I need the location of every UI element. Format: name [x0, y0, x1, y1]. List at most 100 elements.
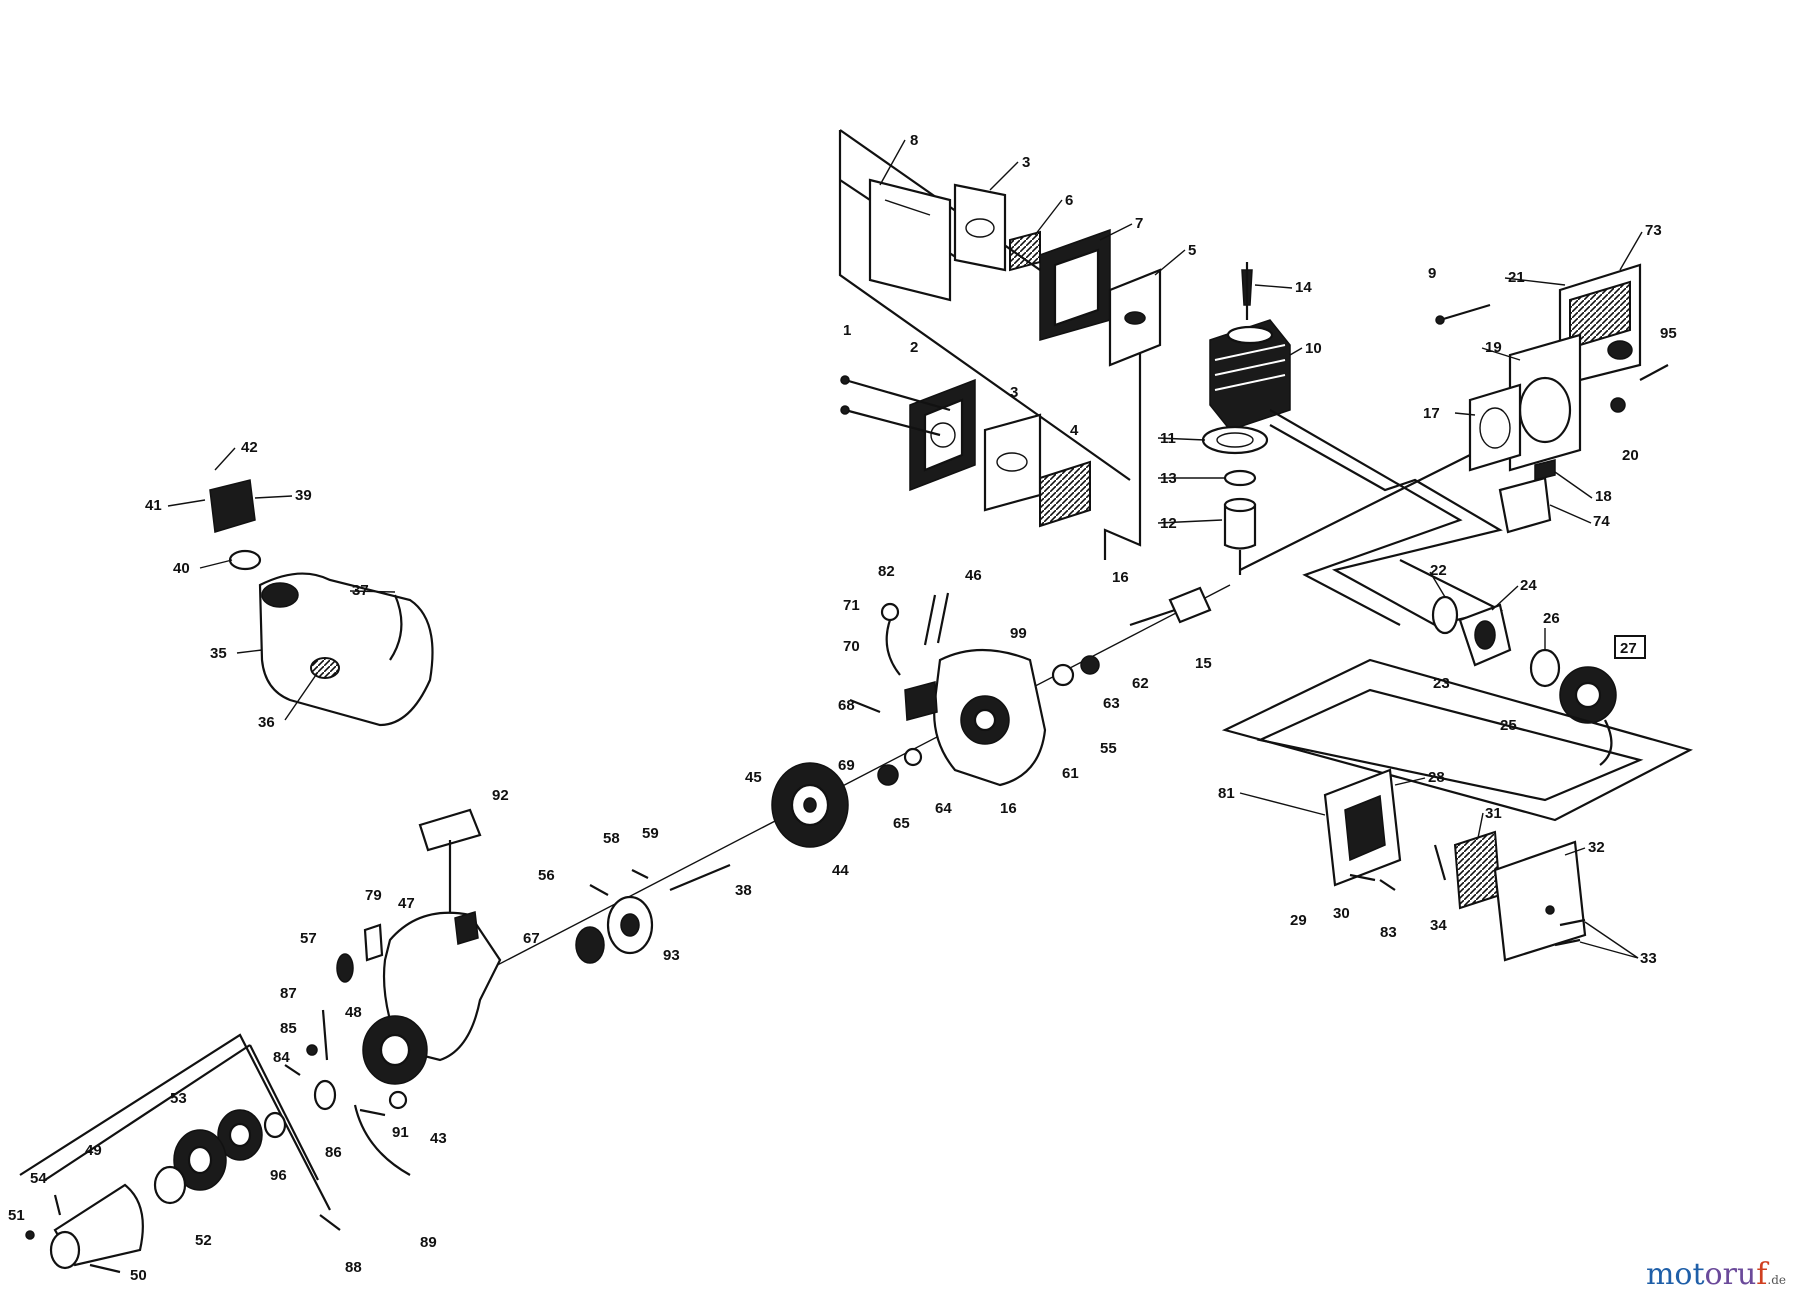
part-label-93: 93: [663, 947, 680, 964]
part-40-cap-gasket: [228, 549, 262, 571]
part-label-79: 79: [365, 887, 382, 904]
part-label-64: 64: [935, 800, 952, 817]
part-4-screen: [1039, 460, 1091, 528]
part-label-12: 12: [1160, 515, 1177, 532]
part-31-filter-pad: [1453, 830, 1502, 910]
watermark-part-1: mot: [1645, 1257, 1705, 1292]
part-26-gasket: [1529, 648, 1561, 688]
part-label-33: 33: [1640, 950, 1657, 967]
part-label-82: 82: [878, 563, 895, 580]
part-label-68: 68: [838, 697, 855, 714]
part-45-flywheel: [771, 762, 849, 848]
part-18-bracket: [1534, 459, 1556, 481]
part-37-fuel-line: [389, 594, 403, 661]
part-12-piston: [1223, 497, 1257, 575]
part-67-spring: [575, 926, 605, 964]
part-3-gasket-upper: [953, 183, 1007, 272]
part-label-5: 5: [1188, 242, 1196, 259]
part-label-62: 62: [1132, 675, 1149, 692]
part-label-3-upper: 3: [1022, 154, 1030, 171]
part-label-34: 34: [1430, 917, 1447, 934]
part-label-7: 7: [1135, 215, 1143, 232]
part-22-carb-gasket: [1431, 595, 1459, 635]
part-79-bracket: [363, 923, 384, 962]
part-label-32: 32: [1588, 839, 1605, 856]
part-53-impeller-two: [173, 1129, 227, 1191]
part-54-screw: [53, 1194, 62, 1216]
part-label-47: 47: [398, 895, 415, 912]
part-19-muffler-body: [1508, 333, 1582, 472]
part-label-10: 10: [1305, 340, 1322, 357]
part-9-bolt: [1435, 303, 1491, 325]
part-label-63: 63: [1103, 695, 1120, 712]
part-10-cylinder: [1209, 319, 1291, 431]
part-70-coil-wire: [885, 619, 901, 676]
part-label-95: 95: [1660, 325, 1677, 342]
part-label-92: 92: [492, 787, 509, 804]
watermark-part-3: f: [1756, 1257, 1768, 1292]
part-71-clip: [880, 602, 900, 622]
part-15-crankshaft: [1129, 586, 1212, 627]
part-label-29-lower: 29: [1290, 912, 1307, 929]
part-56-screw: [589, 884, 609, 896]
part-label-46: 46: [965, 567, 982, 584]
part-label-73: 73: [1645, 222, 1662, 239]
part-96-ring: [263, 1111, 287, 1139]
part-label-48: 48: [345, 1004, 362, 1021]
part-2-filter-cover: [909, 378, 976, 492]
part-label-18: 18: [1595, 488, 1612, 505]
part-label-15: 15: [1195, 655, 1212, 672]
part-label-23: 23: [1433, 675, 1450, 692]
air-cleaner-outline: [1221, 658, 1693, 822]
part-label-8: 8: [910, 132, 918, 149]
part-label-37: 37: [352, 582, 369, 599]
part-53-fan-impeller: [217, 1109, 263, 1161]
part-7-filter-element: [1039, 228, 1111, 341]
part-label-17: 17: [1423, 405, 1440, 422]
part-label-70: 70: [843, 638, 860, 655]
part-52-hub: [153, 1165, 187, 1205]
part-84-screw: [284, 1064, 301, 1076]
part-label-91: 91: [392, 1124, 409, 1141]
part-27-carburetor: [1559, 666, 1617, 766]
part-label-16-lower: 16: [1000, 800, 1017, 817]
part-label-27: 27: [1620, 640, 1637, 657]
part-label-45: 45: [745, 769, 762, 786]
part-label-58: 58: [603, 830, 620, 847]
motoruf-watermark: motoruf.de: [1646, 1257, 1786, 1292]
part-label-35: 35: [210, 645, 227, 662]
part-63-washer: [1051, 663, 1075, 687]
part-label-89: 89: [420, 1234, 437, 1251]
part-label-57: 57: [300, 930, 317, 947]
part-label-19: 19: [1485, 339, 1502, 356]
part-label-16-upper: 16: [1112, 569, 1129, 586]
part-69-ignition-module: [904, 681, 938, 721]
part-label-74: 74: [1593, 513, 1610, 530]
part-label-14: 14: [1295, 279, 1312, 296]
part-label-71: 71: [843, 597, 860, 614]
part-8-plate: [1108, 268, 1162, 367]
part-label-50: 50: [130, 1267, 147, 1284]
part-label-51: 51: [8, 1207, 25, 1224]
part-label-9: 9: [1428, 265, 1436, 282]
part-label-81: 81: [1218, 785, 1235, 802]
part-86-ring: [313, 1079, 337, 1111]
part-label-20-upper: 20: [1622, 447, 1639, 464]
part-48-fan: [362, 1015, 428, 1085]
part-46-studs: [923, 592, 950, 646]
part-87-screw: [321, 1009, 329, 1061]
part-label-31: 31: [1485, 805, 1502, 822]
part-95-bolt: [1639, 364, 1669, 381]
part-label-2: 2: [910, 339, 918, 356]
part-label-41: 41: [145, 497, 162, 514]
part-label-26: 26: [1543, 610, 1560, 627]
part-6-spacer: [1009, 230, 1041, 272]
leader-lines: [167, 139, 1643, 959]
part-label-52: 52: [195, 1232, 212, 1249]
part-61-crankcase: [933, 648, 1047, 787]
part-label-86: 86: [325, 1144, 342, 1161]
part-label-39: 39: [295, 487, 312, 504]
part-17-muffler-gasket: [1468, 383, 1522, 472]
part-label-67: 67: [523, 930, 540, 947]
part-label-49: 49: [85, 1142, 102, 1159]
